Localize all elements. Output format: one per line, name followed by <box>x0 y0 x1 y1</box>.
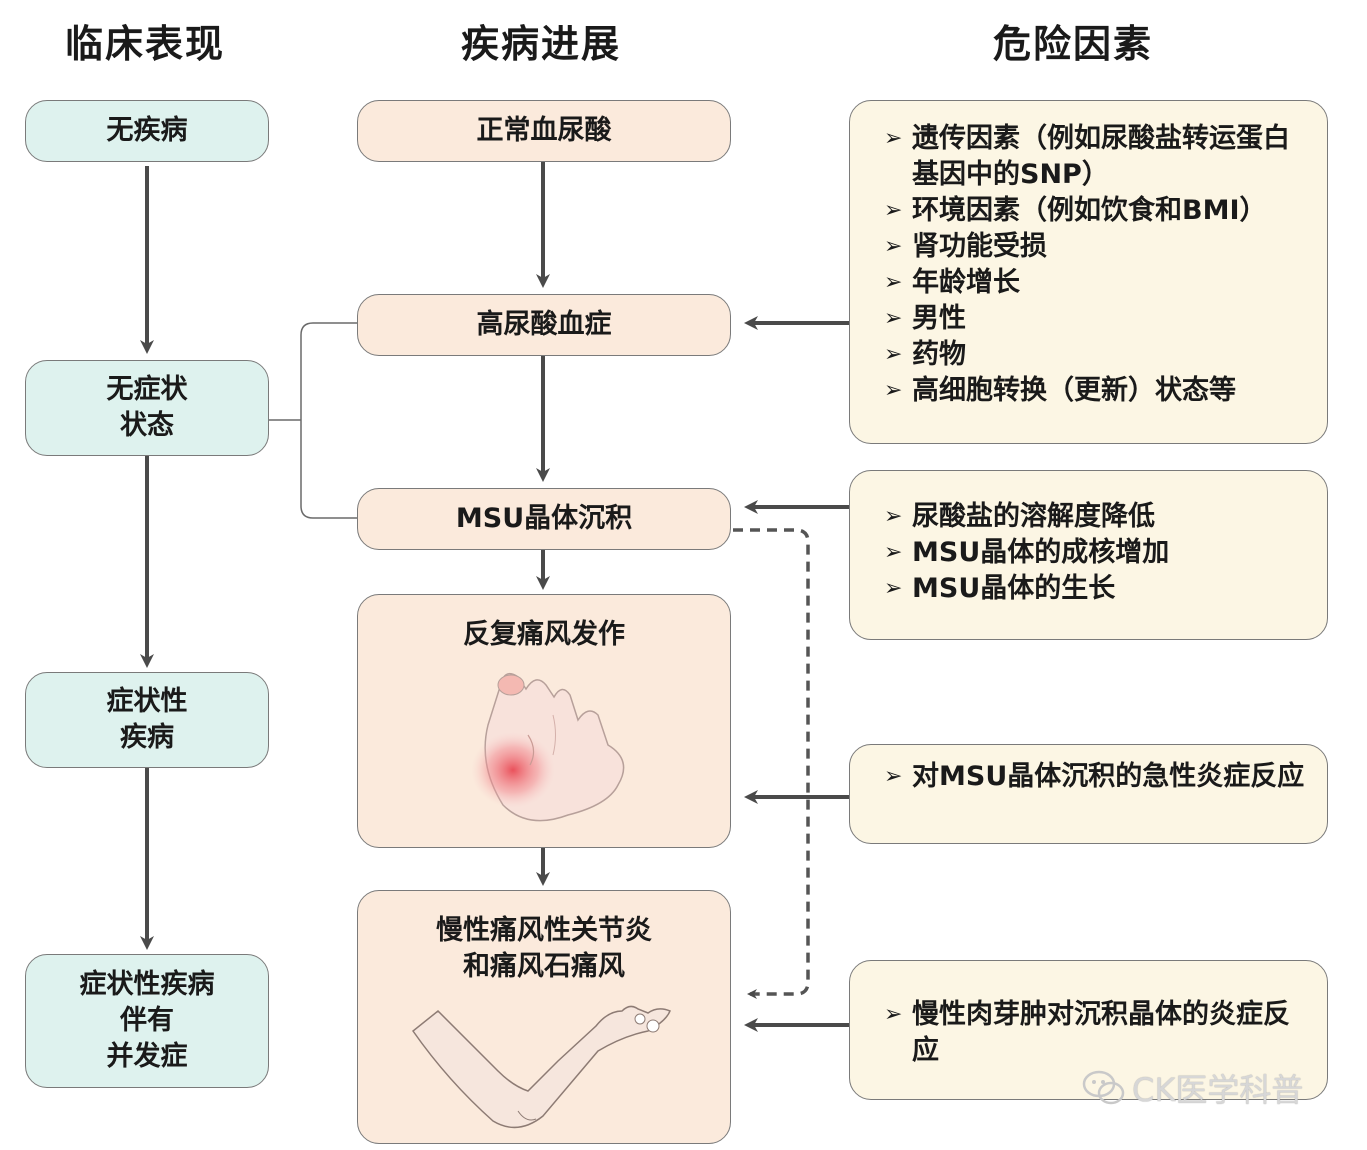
risk-item: 肾功能受损 <box>884 229 1307 265</box>
progression-recurrent: 反复痛风发作 <box>357 594 731 848</box>
risk-item: 药物 <box>884 337 1307 373</box>
clinical-complications: 症状性疾病 伴有 并发症 <box>25 954 269 1088</box>
risk-item: 环境因素（例如饮食和BMI） <box>884 193 1307 229</box>
risk-item: MSU晶体的成核增加 <box>884 535 1307 571</box>
progression-hyperuricemia-label: 高尿酸血症 <box>476 309 612 340</box>
progression-chronic-line-2: 和痛风石痛风 <box>463 951 625 982</box>
watermark-text: CK医学科普 <box>1132 1071 1304 1109</box>
risk-group-4-list: 慢性肉芽肿对沉积晶体的炎症反应 <box>884 997 1307 1069</box>
clinical-asymptomatic: 无症状 状态 <box>25 360 269 456</box>
risk-item: 遗传因素（例如尿酸盐转运蛋白基因中的SNP） <box>884 121 1307 193</box>
progression-normal-label: 正常血尿酸 <box>476 115 612 146</box>
risk-item: 对MSU晶体沉积的急性炎症反应 <box>884 759 1307 795</box>
risk-item: 男性 <box>884 301 1307 337</box>
header-risk: 危险因素 <box>992 22 1153 66</box>
risk-group-1-list: 遗传因素（例如尿酸盐转运蛋白基因中的SNP） 环境因素（例如饮食和BMI） 肾功… <box>884 121 1307 409</box>
progression-msu: MSU晶体沉积 <box>357 488 731 550</box>
arm-hand-illustration <box>411 1005 671 1129</box>
risk-group-2: 尿酸盐的溶解度降低 MSU晶体的成核增加 MSU晶体的生长 <box>849 470 1328 640</box>
clinical-complications-line-1: 症状性疾病 <box>79 969 215 1000</box>
header-clinical: 临床表现 <box>64 22 225 66</box>
clinical-no-disease-label: 无疾病 <box>106 115 188 146</box>
risk-group-1: 遗传因素（例如尿酸盐转运蛋白基因中的SNP） 环境因素（例如饮食和BMI） 肾功… <box>849 100 1328 444</box>
wechat-icon <box>1082 1070 1125 1105</box>
risk-item: 尿酸盐的溶解度降低 <box>884 499 1307 535</box>
clinical-complications-line-3: 并发症 <box>106 1041 188 1072</box>
inflamed-foot-illustration <box>471 672 625 822</box>
risk-item: MSU晶体的生长 <box>884 571 1307 607</box>
risk-item: 高细胞转换（更新）状态等 <box>884 373 1307 409</box>
risk-group-3: 对MSU晶体沉积的急性炎症反应 <box>849 744 1328 844</box>
clinical-no-disease: 无疾病 <box>25 100 269 162</box>
progression-chronic-line-1: 慢性痛风性关节炎 <box>436 915 652 946</box>
progression-chronic: 慢性痛风性关节炎 和痛风石痛风 <box>357 890 731 1144</box>
progression-normal: 正常血尿酸 <box>357 100 731 162</box>
progression-hyperuricemia: 高尿酸血症 <box>357 294 731 356</box>
risk-group-2-list: 尿酸盐的溶解度降低 MSU晶体的成核增加 MSU晶体的生长 <box>884 499 1307 607</box>
clinical-symptomatic-line-1: 症状性 <box>106 686 188 717</box>
risk-group-3-list: 对MSU晶体沉积的急性炎症反应 <box>884 759 1307 795</box>
progression-recurrent-label: 反复痛风发作 <box>463 619 625 650</box>
watermark: CK医学科普 <box>1082 1066 1303 1110</box>
progression-msu-label: MSU晶体沉积 <box>455 503 633 534</box>
clinical-asymptomatic-line-1: 无症状 <box>106 374 188 405</box>
header-progression: 疾病进展 <box>460 22 621 66</box>
risk-item: 年龄增长 <box>884 265 1307 301</box>
clinical-complications-line-2: 伴有 <box>120 1005 174 1036</box>
clinical-symptomatic-line-2: 疾病 <box>120 722 174 753</box>
clinical-symptomatic: 症状性 疾病 <box>25 672 269 768</box>
clinical-asymptomatic-line-2: 状态 <box>120 410 174 441</box>
risk-item: 慢性肉芽肿对沉积晶体的炎症反应 <box>884 997 1307 1069</box>
